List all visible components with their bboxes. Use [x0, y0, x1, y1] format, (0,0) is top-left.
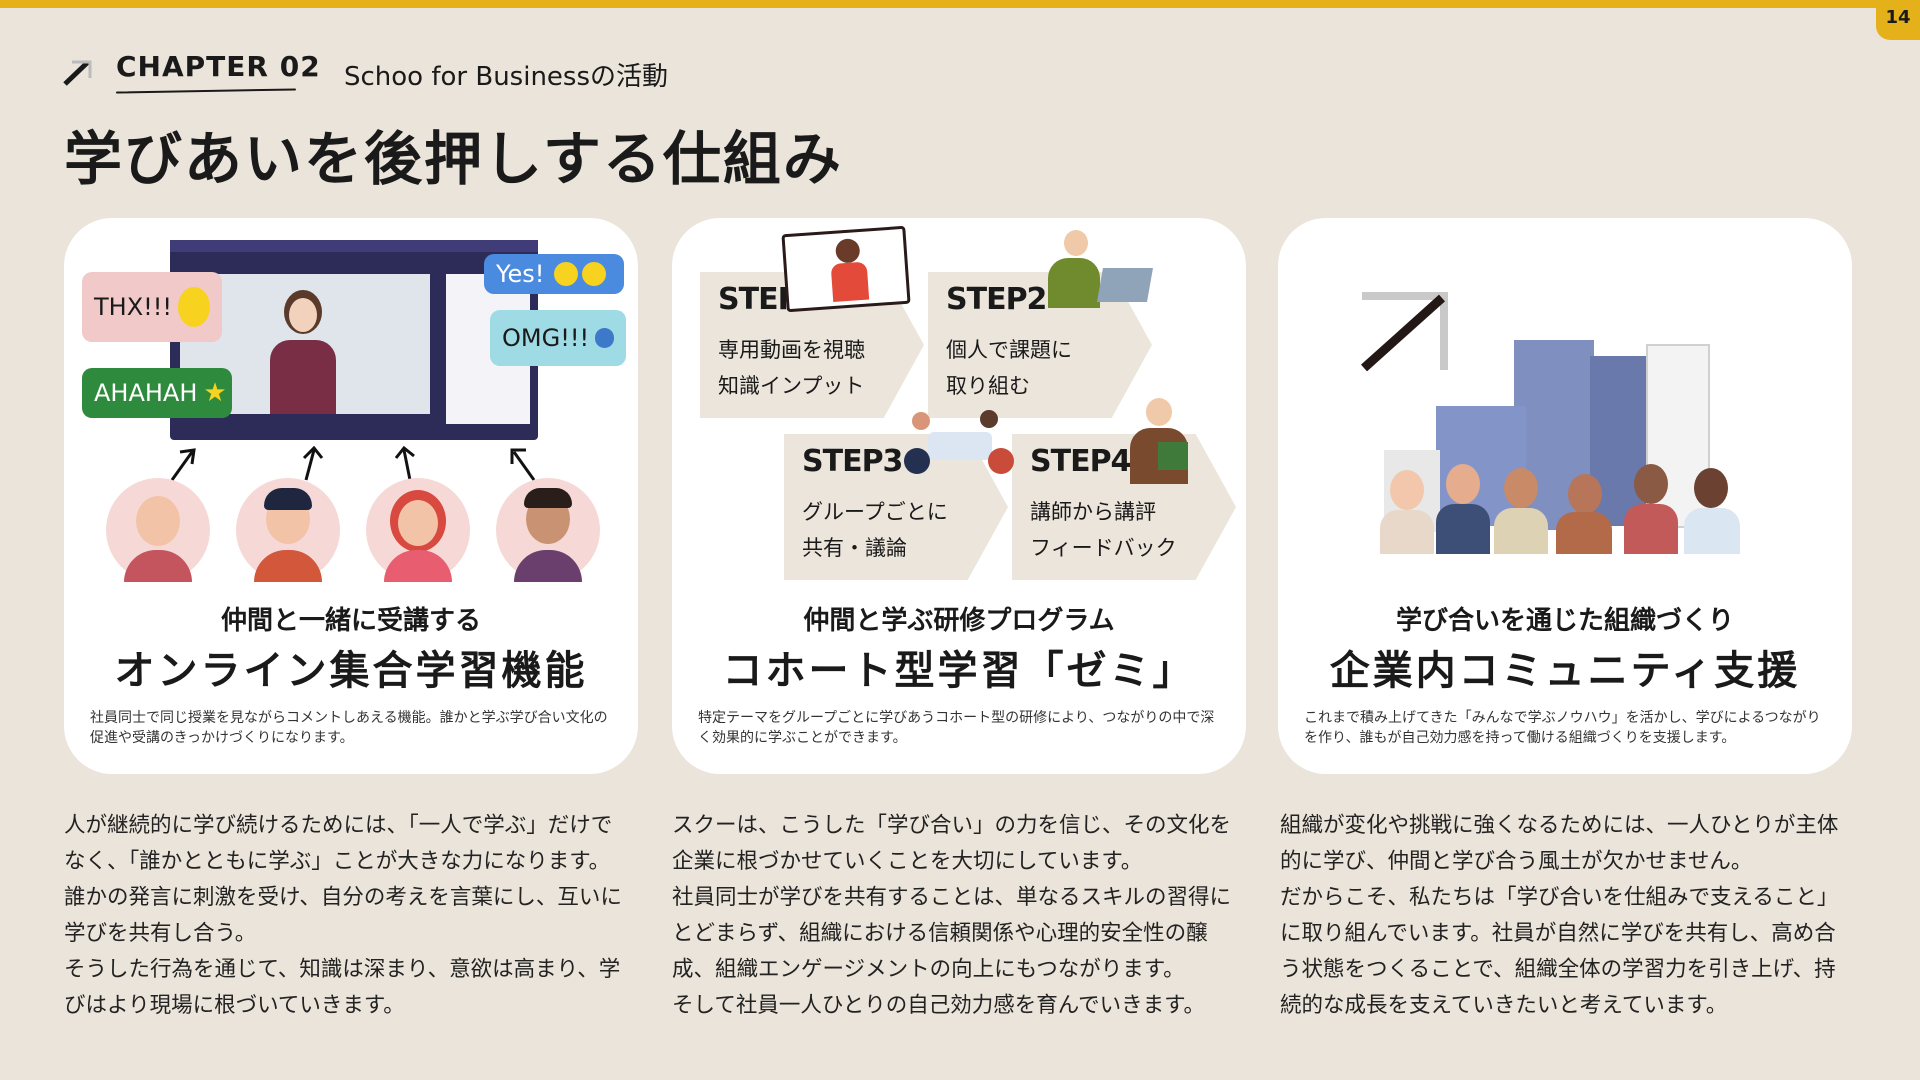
- card-subtitle: 仲間と学ぶ研修プログラム: [803, 606, 1115, 636]
- step-4: STEP4 講師から講評 フィードバック: [1012, 434, 1236, 580]
- card-subtitle: 学び合いを通じた組織づくり: [1395, 606, 1734, 636]
- card-heading: コホート型学習「ゼミ」: [722, 648, 1196, 694]
- arrow-up-icon: [302, 446, 324, 481]
- avatar: [236, 478, 340, 582]
- body-column-3: 組織が変化や挑戦に強くなるためには、一人ひとりが主体的に学び、仲間と学び合う風土…: [1280, 813, 1839, 1018]
- avatar: [496, 478, 600, 582]
- arrow-up-icon: [510, 448, 536, 481]
- sun-emoji-icon: [178, 287, 210, 327]
- section-subtitle: Schoo for Businessの活動: [344, 62, 669, 92]
- card-community-support: 学び合いを通じた組織づくり 企業内コミュニティ支援 これまで積み上げてきた「みん…: [1278, 218, 1852, 774]
- page-title: 学びあいを後押しする仕組み: [64, 125, 843, 193]
- chapter-label: CHAPTER 02: [116, 50, 321, 83]
- video-lecture-illustration: [781, 225, 911, 313]
- card-subtitle: 仲間と一緒に受講する: [220, 606, 481, 636]
- presenter-figure: [266, 282, 340, 414]
- arrow-up-right-icon: [63, 60, 92, 86]
- student-laptop-illustration: [1042, 230, 1154, 314]
- cloud-emoji-icon: [595, 328, 614, 348]
- bubble-ahahah: AHAHAH ★: [82, 368, 232, 418]
- video-toolbar: [170, 240, 538, 252]
- bubble-thx: THX!!!: [82, 272, 222, 342]
- page-number: 14: [1876, 0, 1920, 40]
- bubble-omg: OMG!!!: [490, 310, 626, 366]
- avatar: [106, 478, 210, 582]
- arrow-up-icon: [170, 448, 196, 481]
- card-cohort-seminar: STEP1 専用動画を視聴 知識インプット STEP2 個人で課題に 取り組む …: [672, 218, 1246, 774]
- chapter-underline: [115, 88, 297, 94]
- body-column-2: スクーは、こうした「学び合い」の力を信じ、その文化を企業に根づかせていくことを大…: [672, 813, 1232, 1018]
- card-description: 社員同士で同じ授業を見ながらコメントしあえる機能。誰かと学ぶ学び合い文化の促進や…: [90, 710, 608, 746]
- group-discussion-illustration: [904, 404, 1016, 476]
- card-heading: 企業内コミュニティ支援: [1329, 648, 1801, 694]
- card-description: これまで積み上げてきた「みんなで学ぶノウハウ」を活かし、学びによるつながりを作り…: [1304, 710, 1821, 746]
- body-column-1: 人が継続的に学び続けるためには、「一人で学ぶ」だけでなく、「誰かとともに学ぶ」こ…: [64, 813, 622, 1018]
- teacher-illustration: [1120, 394, 1210, 494]
- star-emoji-icon: ★: [203, 378, 227, 408]
- card-online-group-learning: THX!!! Yes! OMG!!! AHAHAH ★ 仲間と一緒に受講する オ…: [64, 218, 638, 774]
- bubble-yes: Yes!: [484, 254, 624, 294]
- card-heading: オンライン集合学習機能: [114, 648, 588, 694]
- avatar: [366, 478, 470, 582]
- card-description: 特定テーマをグループごとに学びあうコホート型の研修により、つながりの中で深く効果…: [698, 710, 1215, 746]
- arrow-up-right-icon: [1360, 292, 1448, 372]
- top-accent-bar: [0, 0, 1920, 8]
- arrow-up-icon: [394, 446, 415, 481]
- smile-emoji-icon: [554, 262, 579, 286]
- smile-emoji-icon: [582, 262, 607, 286]
- city-people-illustration: [1364, 314, 1764, 558]
